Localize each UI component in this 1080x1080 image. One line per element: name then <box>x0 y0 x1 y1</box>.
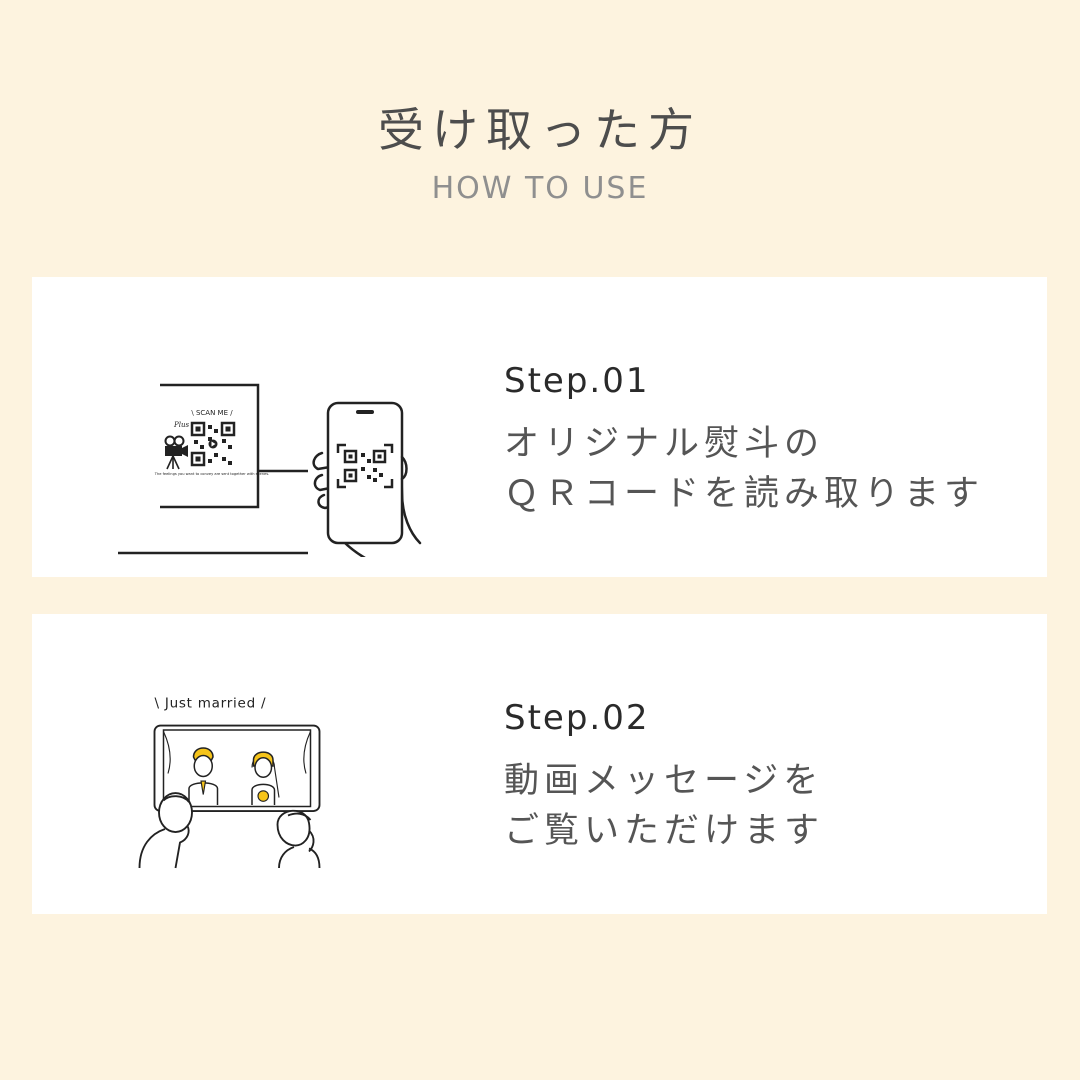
scan-qr-illustration: \ SCAN ME / The feelings you want to con… <box>118 383 422 557</box>
movie-camera-icon <box>164 435 188 470</box>
step-1-label: Step.01 <box>504 361 650 401</box>
card-small-text: The feelings you want to convey are sent… <box>154 472 269 476</box>
page-title: 受け取った方 <box>378 103 702 157</box>
step-1-text: Step.01 オリジナル熨斗の ＱＲコードを読み取ります <box>504 361 984 519</box>
step-1-line-1: オリジナル熨斗の <box>504 424 825 464</box>
noshi-card: \ SCAN ME / The feelings you want to con… <box>118 383 308 555</box>
viewer-woman-icon <box>276 809 321 869</box>
scan-me-caption: \ SCAN ME / <box>191 409 233 417</box>
page-header: 受け取った方 HOW TO USE <box>0 100 1080 206</box>
phone-qr-code-icon <box>343 449 387 483</box>
page-subtitle: HOW TO USE <box>431 171 649 206</box>
viewer-man-icon <box>138 792 193 869</box>
bride-icon <box>251 751 280 805</box>
just-married-caption: \ Just married / <box>155 696 267 712</box>
step-2-line-2: ご覧いただけます <box>504 811 825 851</box>
step-1-line-2: ＱＲコードを読み取ります <box>504 474 985 514</box>
step-card-2: \ Just married / <box>32 614 1047 914</box>
step-card-1: \ SCAN ME / The feelings you want to con… <box>32 277 1047 577</box>
step-2-label: Step.02 <box>504 698 650 738</box>
groom-icon <box>188 747 219 805</box>
step-2-text: Step.02 動画メッセージを ご覧いただけます <box>504 698 824 856</box>
watch-video-illustration: \ Just married / <box>138 696 321 869</box>
smartphone-icon <box>326 401 408 545</box>
step-2-line-1: 動画メッセージを <box>504 761 824 801</box>
svg-text:Plus: Plus <box>173 421 189 429</box>
qr-code-icon <box>190 421 236 467</box>
